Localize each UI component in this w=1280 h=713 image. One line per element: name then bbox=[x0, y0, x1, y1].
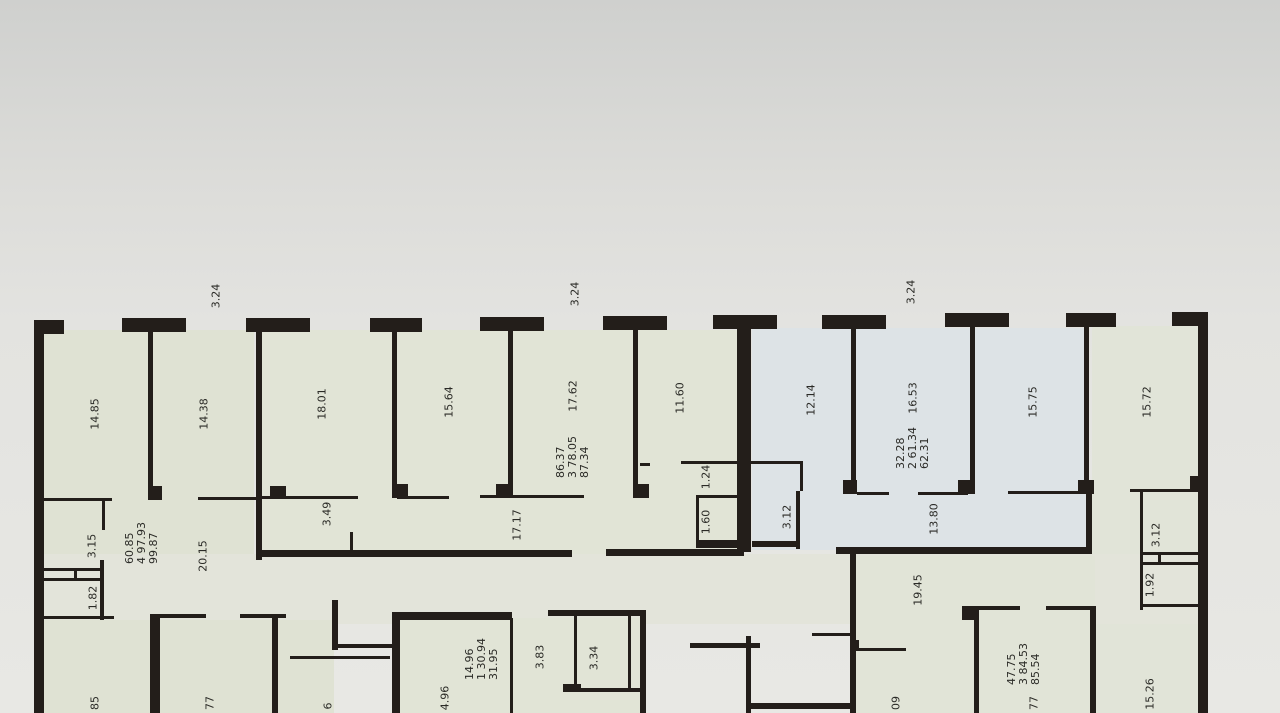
room-area-label: 18.01 bbox=[315, 388, 329, 420]
room-area-label: 12.14 bbox=[804, 384, 818, 416]
apartment-summary: 60.85 4 97.93 99.87 bbox=[123, 522, 160, 565]
room-area-label: 14.85 bbox=[88, 398, 102, 430]
room-area-label: 3.34 bbox=[587, 645, 601, 671]
apartment-summary: 32.28 2 61.34 62.31 bbox=[894, 427, 931, 470]
room-area-label: 15.26 bbox=[1143, 678, 1157, 710]
room-area-label: 20.15 bbox=[196, 540, 210, 572]
room-area-label: 1.60 bbox=[699, 509, 713, 535]
walls bbox=[34, 312, 1208, 713]
room-area-label: 3.83 bbox=[533, 644, 547, 670]
apartment-gross-area: 87.34 bbox=[578, 446, 591, 479]
apartment-gross-area: 62.31 bbox=[918, 437, 931, 470]
room-area-label-cut: 77 bbox=[203, 696, 217, 710]
room-area-label: 1.92 bbox=[1143, 572, 1157, 598]
room-area-label: 13.80 bbox=[927, 503, 941, 535]
room-area-label-cut: 77 bbox=[1027, 696, 1041, 710]
room-area-label: 16.53 bbox=[906, 382, 920, 414]
apartment-summary: 86.37 3 78.05 87.34 bbox=[554, 436, 591, 479]
room-area-label: 3.15 bbox=[85, 533, 99, 559]
room-area-label-cut: 09 bbox=[889, 696, 903, 710]
apartment-summary: 47.75 3 84.53 85.54 bbox=[1005, 643, 1042, 686]
room-area-label: 11.60 bbox=[673, 382, 687, 414]
room-area-label: 17.17 bbox=[510, 509, 524, 541]
room-area-label: 4.96 bbox=[438, 685, 452, 711]
room-area-label: 1.82 bbox=[86, 585, 100, 611]
room-fill-upper-mid bbox=[262, 330, 740, 554]
apartment-gross-area: 99.87 bbox=[147, 532, 160, 565]
room-area-label: 19.45 bbox=[911, 574, 925, 606]
room-area-label-cut: 6 bbox=[321, 702, 335, 710]
span-dimension-label: 3.24 bbox=[209, 283, 223, 309]
apartment-gross-area: 31.95 bbox=[487, 648, 500, 681]
room-area-label: 17.62 bbox=[566, 380, 580, 412]
room-fill-upper-blue bbox=[752, 328, 1088, 550]
room-fill-lower-mid bbox=[398, 618, 643, 713]
span-dimension-label: 3.24 bbox=[568, 281, 582, 307]
room-area-label: 3.49 bbox=[320, 501, 334, 527]
room-area-label: 15.75 bbox=[1026, 386, 1040, 418]
room-area-label: 3.12 bbox=[780, 504, 794, 530]
room-area-label: 15.72 bbox=[1140, 386, 1154, 418]
room-area-label-cut: 85 bbox=[88, 696, 102, 710]
apartment-gross-area: 85.54 bbox=[1029, 653, 1042, 686]
apartment-summary: 14.96 1 30.94 31.95 bbox=[463, 638, 500, 681]
room-area-label: 1.24 bbox=[699, 464, 713, 490]
room-area-label: 14.38 bbox=[197, 398, 211, 430]
span-dimension-label: 3.24 bbox=[904, 279, 918, 305]
room-fill-lower-left bbox=[44, 620, 334, 713]
room-area-label: 15.64 bbox=[442, 386, 456, 418]
room-area-label: 3.12 bbox=[1149, 522, 1163, 548]
room-fill-upper-right bbox=[1092, 326, 1202, 713]
